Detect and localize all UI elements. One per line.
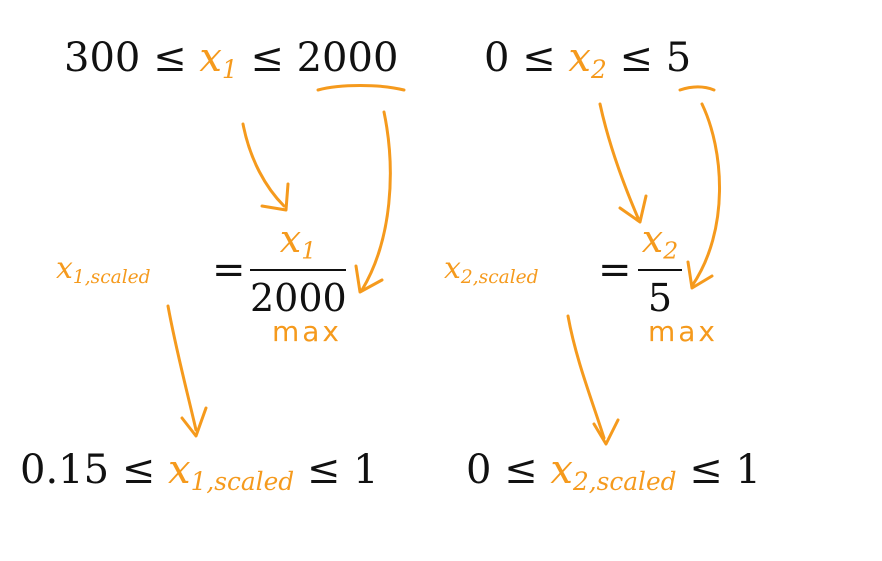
variable-letter: x: [641, 217, 664, 261]
fraction-denominator: 2000: [250, 276, 347, 321]
x1-scaled-label: x1,scaled: [56, 254, 151, 288]
arrow-max-to-denominator: [360, 110, 392, 292]
variable-subscript: 1,scaled: [72, 267, 151, 289]
less-equal-symbol: ≤: [689, 447, 723, 493]
x2-scaled-variable: x2,scaled: [444, 251, 539, 289]
x1-scaled-variable: x1,scaled: [168, 447, 295, 496]
arrowhead: [260, 182, 290, 212]
x2-scaled-upper-bound: 1: [735, 447, 761, 493]
x1-range-inequality: 300 ≤ x1 ≤ 2000: [64, 38, 398, 83]
arrow-x1-to-numerator: [241, 122, 286, 208]
underline-mark: [678, 85, 716, 92]
arrowhead: [180, 406, 208, 438]
variable-subscript: 2,scaled: [572, 466, 677, 496]
x2-scaling-fraction: x2 5: [638, 220, 682, 317]
fraction-numerator: x1: [250, 220, 346, 263]
less-equal-symbol: ≤: [153, 35, 187, 81]
x2-scaled-label: x2,scaled: [444, 254, 539, 288]
arrowhead: [354, 264, 384, 294]
x1-scaled-variable: x1,scaled: [56, 251, 151, 289]
arrow-x2-to-numerator: [598, 102, 640, 220]
variable-subscript: 1,scaled: [190, 466, 295, 496]
max-annotation: max: [272, 315, 343, 348]
less-equal-symbol: ≤: [504, 447, 538, 493]
less-equal-symbol: ≤: [522, 35, 556, 81]
fraction-bar: [638, 269, 682, 272]
equals-sign: =: [212, 247, 246, 293]
variable-subscript: 2: [590, 54, 607, 84]
arrow-to-scaled-range: [166, 304, 198, 432]
x2-variable: x2: [568, 35, 607, 84]
variable-letter: x: [444, 251, 461, 286]
fraction-denominator: 5: [647, 276, 673, 321]
arrow-max-to-denominator: [690, 102, 722, 288]
x2-upper-bound: 5: [665, 35, 692, 81]
variable-letter: x: [56, 251, 73, 286]
arrow-to-scaled-range: [566, 314, 606, 440]
x1-upper-bound: 2000: [296, 35, 399, 81]
variable-subscript: 1: [221, 54, 238, 84]
x2-lower-bound: 0: [484, 35, 510, 81]
variable-letter: x: [279, 217, 302, 261]
x1-variable: x1: [199, 35, 238, 84]
less-equal-symbol: ≤: [619, 35, 653, 81]
less-equal-symbol: ≤: [121, 447, 156, 493]
x2-range-inequality: 0 ≤ x2 ≤ 5: [484, 38, 691, 83]
variable-subscript: 2: [663, 236, 679, 265]
arrowhead: [686, 260, 714, 290]
arrowhead: [592, 418, 620, 446]
x1-scaling-fraction: x1 2000: [250, 220, 347, 321]
x1-scaled-range-inequality: 0.15 ≤ x1,scaled ≤ 1: [20, 450, 379, 495]
less-equal-symbol: ≤: [250, 35, 284, 81]
variable-letter: x: [568, 35, 591, 81]
x2-scaled-variable: x2,scaled: [550, 447, 677, 496]
variable-subscript: 2,scaled: [460, 267, 539, 289]
fraction-numerator: x2: [638, 220, 682, 263]
x2-scaled-lower-bound: 0: [466, 447, 492, 493]
equals-sign: =: [598, 247, 632, 293]
max-annotation: max: [648, 315, 719, 348]
variable-subscript: 1: [301, 236, 317, 265]
x1-scaled-upper-bound: 1: [353, 447, 379, 493]
variable-letter: x: [199, 35, 222, 81]
variable-letter: x: [168, 447, 191, 493]
x1-lower-bound: 300: [64, 35, 141, 81]
x2-scaled-range-inequality: 0 ≤ x2,scaled ≤ 1: [466, 450, 761, 495]
variable-letter: x: [550, 447, 573, 493]
x1-scaled-lower-bound: 0.15: [20, 447, 110, 493]
less-equal-symbol: ≤: [306, 447, 341, 493]
underline-mark: [316, 84, 406, 92]
fraction-bar: [250, 269, 346, 272]
